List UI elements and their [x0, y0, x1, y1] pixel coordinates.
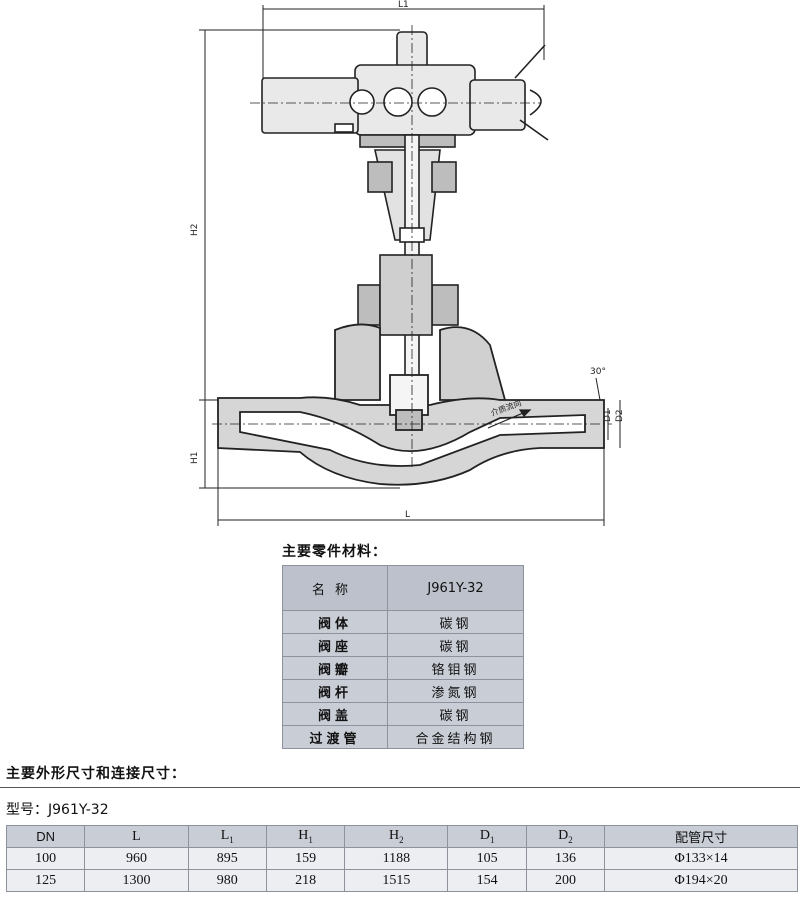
col-l: L [84, 825, 189, 848]
model-line: 型号：J961Y-32 [6, 799, 109, 819]
col-l1: L1 [187, 825, 267, 848]
materials-heading: 主要零件材料： [282, 544, 387, 560]
col-dn: DN [5, 825, 86, 848]
col-l1-main: L [220, 828, 230, 844]
materials-table: 名称 J961Y-32 阀体 碳钢 阀座 碳钢 阀瓣 铬钼钢 阀杆 渗氮钢 阀盖… [282, 565, 524, 749]
part-name: 阀杆 [282, 679, 388, 703]
model-value: J961Y-32 [48, 802, 109, 818]
part-material: 碳钢 [387, 610, 524, 634]
cell-l: 960 [84, 847, 189, 870]
part-name: 阀瓣 [282, 656, 388, 680]
cell-d2: 136 [525, 847, 606, 870]
cell-h1: 218 [265, 869, 346, 892]
materials-col-name: 名称 [282, 565, 388, 611]
part-material: 铬钼钢 [387, 656, 524, 680]
materials-header-row: 名称 J961Y-32 [282, 565, 524, 611]
dim-D2-label: D2 [615, 409, 625, 422]
table-row: 100 960 895 159 1188 105 136 Φ133×14 [5, 847, 798, 870]
cell-l1: 980 [187, 869, 267, 892]
cell-dn: 100 [5, 847, 86, 870]
valve-technical-drawing: L1 H2 H1 L D1 D2 30° 介质流向 [190, 0, 625, 526]
part-name: 阀座 [282, 633, 388, 657]
angle-label: 30° [590, 367, 606, 377]
col-h1: H1 [265, 825, 346, 848]
col-d1-sub: 1 [489, 834, 495, 845]
col-d2-main: D [558, 828, 569, 844]
part-name: 阀盖 [282, 702, 388, 726]
cell-h2: 1515 [344, 869, 449, 892]
table-row: 阀瓣 铬钼钢 [282, 656, 524, 680]
dimensions-header-row: DN L L1 H1 H2 D1 D2 配管尺寸 [5, 825, 798, 848]
dim-D1-label: D1 [603, 409, 613, 422]
cell-d1: 105 [447, 847, 527, 870]
dim-H2-label: H2 [190, 224, 200, 237]
table-row: 过渡管 合金结构钢 [282, 725, 524, 749]
table-row: 阀体 碳钢 [282, 610, 524, 634]
col-h1-main: H [298, 828, 309, 844]
materials-col-model: J961Y-32 [387, 565, 524, 611]
col-h2-sub: 2 [399, 834, 404, 845]
part-material: 碳钢 [387, 702, 524, 726]
dim-L1-label: L1 [398, 0, 409, 10]
col-l1-sub: 1 [229, 834, 234, 845]
part-name: 过渡管 [282, 725, 388, 749]
dim-H1-label: H1 [190, 452, 200, 465]
table-row: 阀杆 渗氮钢 [282, 679, 524, 703]
col-h1-sub: 1 [308, 834, 313, 845]
col-pipe: 配管尺寸 [604, 825, 798, 848]
model-label: 型号： [6, 802, 48, 818]
cell-pipe: Φ194×20 [604, 869, 798, 892]
col-d2-sub: 2 [568, 834, 573, 845]
cell-dn: 125 [5, 869, 86, 892]
col-h2-main: H [389, 828, 400, 844]
cell-l: 1300 [84, 869, 189, 892]
divider [0, 787, 800, 788]
part-name: 阀体 [282, 610, 388, 634]
col-d2: D2 [525, 825, 606, 848]
cell-h2: 1188 [344, 847, 449, 870]
cell-d2: 200 [525, 869, 606, 892]
col-h2: H2 [344, 825, 449, 848]
dimensions-heading: 主要外形尺寸和连接尺寸： [6, 766, 186, 782]
cell-d1: 154 [447, 869, 527, 892]
cell-pipe: Φ133×14 [604, 847, 798, 870]
table-row: 阀盖 碳钢 [282, 702, 524, 726]
part-material: 碳钢 [387, 633, 524, 657]
col-d1-main: D [479, 828, 490, 844]
part-material: 合金结构钢 [387, 725, 524, 749]
part-material: 渗氮钢 [387, 679, 524, 703]
dimensions-table: DN L L1 H1 H2 D1 D2 配管尺寸 100 960 895 159… [5, 825, 798, 892]
table-row: 125 1300 980 218 1515 154 200 Φ194×20 [5, 869, 798, 892]
col-d1: D1 [447, 825, 527, 848]
dim-L-label: L [405, 510, 410, 520]
cell-l1: 895 [187, 847, 267, 870]
table-row: 阀座 碳钢 [282, 633, 524, 657]
cell-h1: 159 [265, 847, 346, 870]
